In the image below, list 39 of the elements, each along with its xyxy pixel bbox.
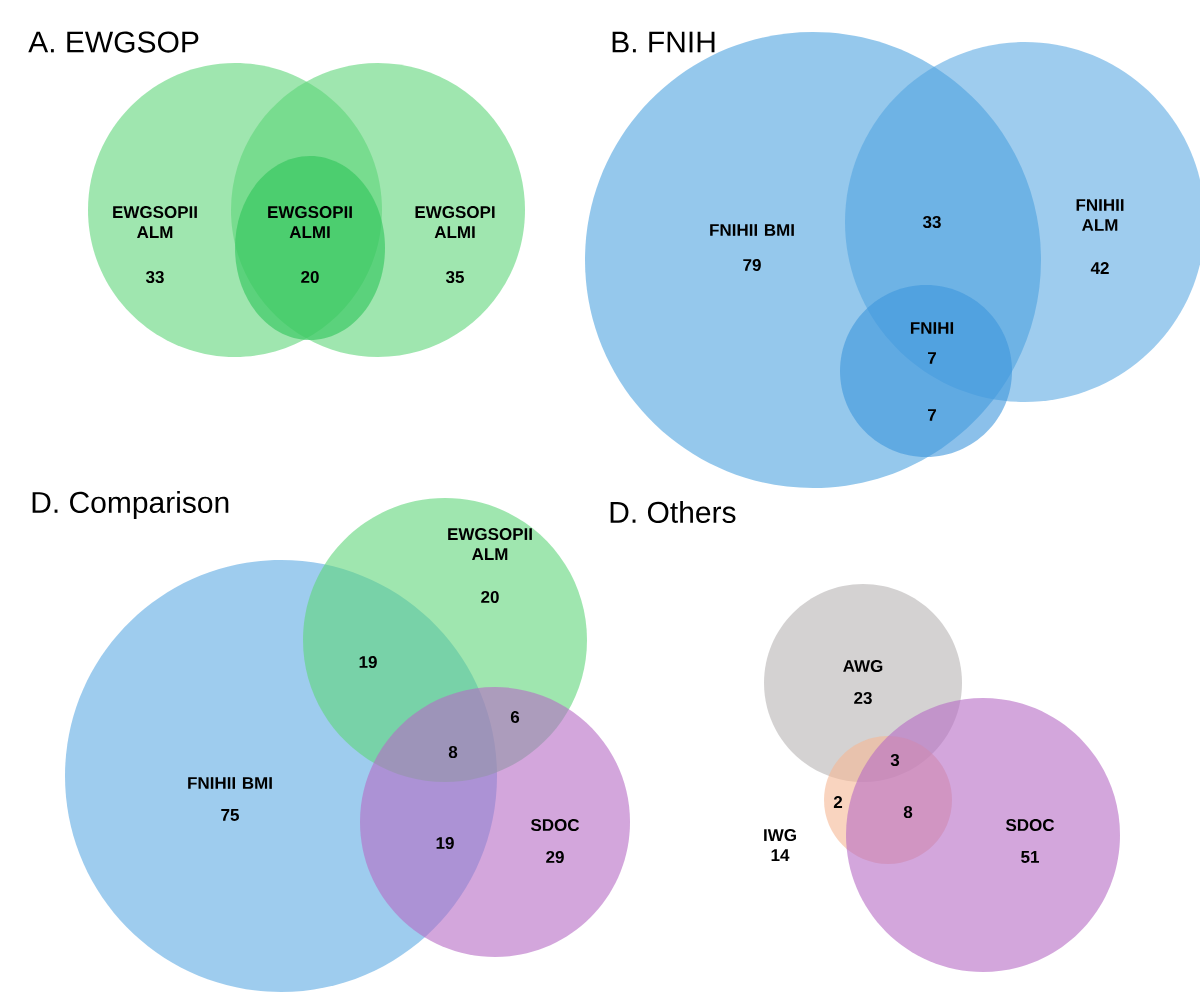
count-label: 79 [743,259,761,272]
count-label: 8 [903,806,913,819]
count-label: 51 [1021,851,1039,863]
count-label: 19 [359,656,377,669]
count-label: 3 [890,754,900,767]
panel-title: D. Others [610,501,736,524]
count-label: SDOC [530,819,580,832]
venn-ellipse [235,156,385,340]
count-label: 42 [1090,262,1109,274]
count-label: 20 [481,591,499,604]
count-label: 20 [301,271,319,284]
count-label: 33 [922,215,941,229]
venn-circle [231,63,525,357]
count-label: 23 [854,692,872,705]
count-label: EWGSOPII ALMI [268,206,352,238]
count-label: 29 [546,851,564,864]
count-label: 75 [221,809,239,821]
count-label: FNIHII ALM [1076,199,1124,231]
panel-title: A. EWGSOP [28,31,199,53]
count-label: EWGSOPII ALM [448,528,532,560]
count-label: 19 [436,837,454,850]
count-label: SDOC [1005,819,1055,832]
count-label: 35 [445,270,464,284]
count-label: 7 [928,352,936,364]
set-label: IWG 14 [764,829,796,861]
count-label: EWGSOPII ALM [113,206,197,238]
count-label: 7 [928,409,936,421]
count-label: 2 [833,796,843,808]
count-label: 33 [145,270,164,284]
count-label: FNIHI [910,322,954,334]
panel-title: D. Comparison [32,491,229,519]
count-label: 8 [448,746,458,759]
count-label: EWGSOPI ALMI [415,206,495,238]
venn-circle [360,687,630,957]
count-label: AWG [843,660,883,673]
count-label: FNIHII BMI [710,224,794,236]
count-label: FNIHII BMI [188,777,272,789]
count-label: 6 [510,711,520,724]
panel-title: B. FNIH [612,31,715,53]
